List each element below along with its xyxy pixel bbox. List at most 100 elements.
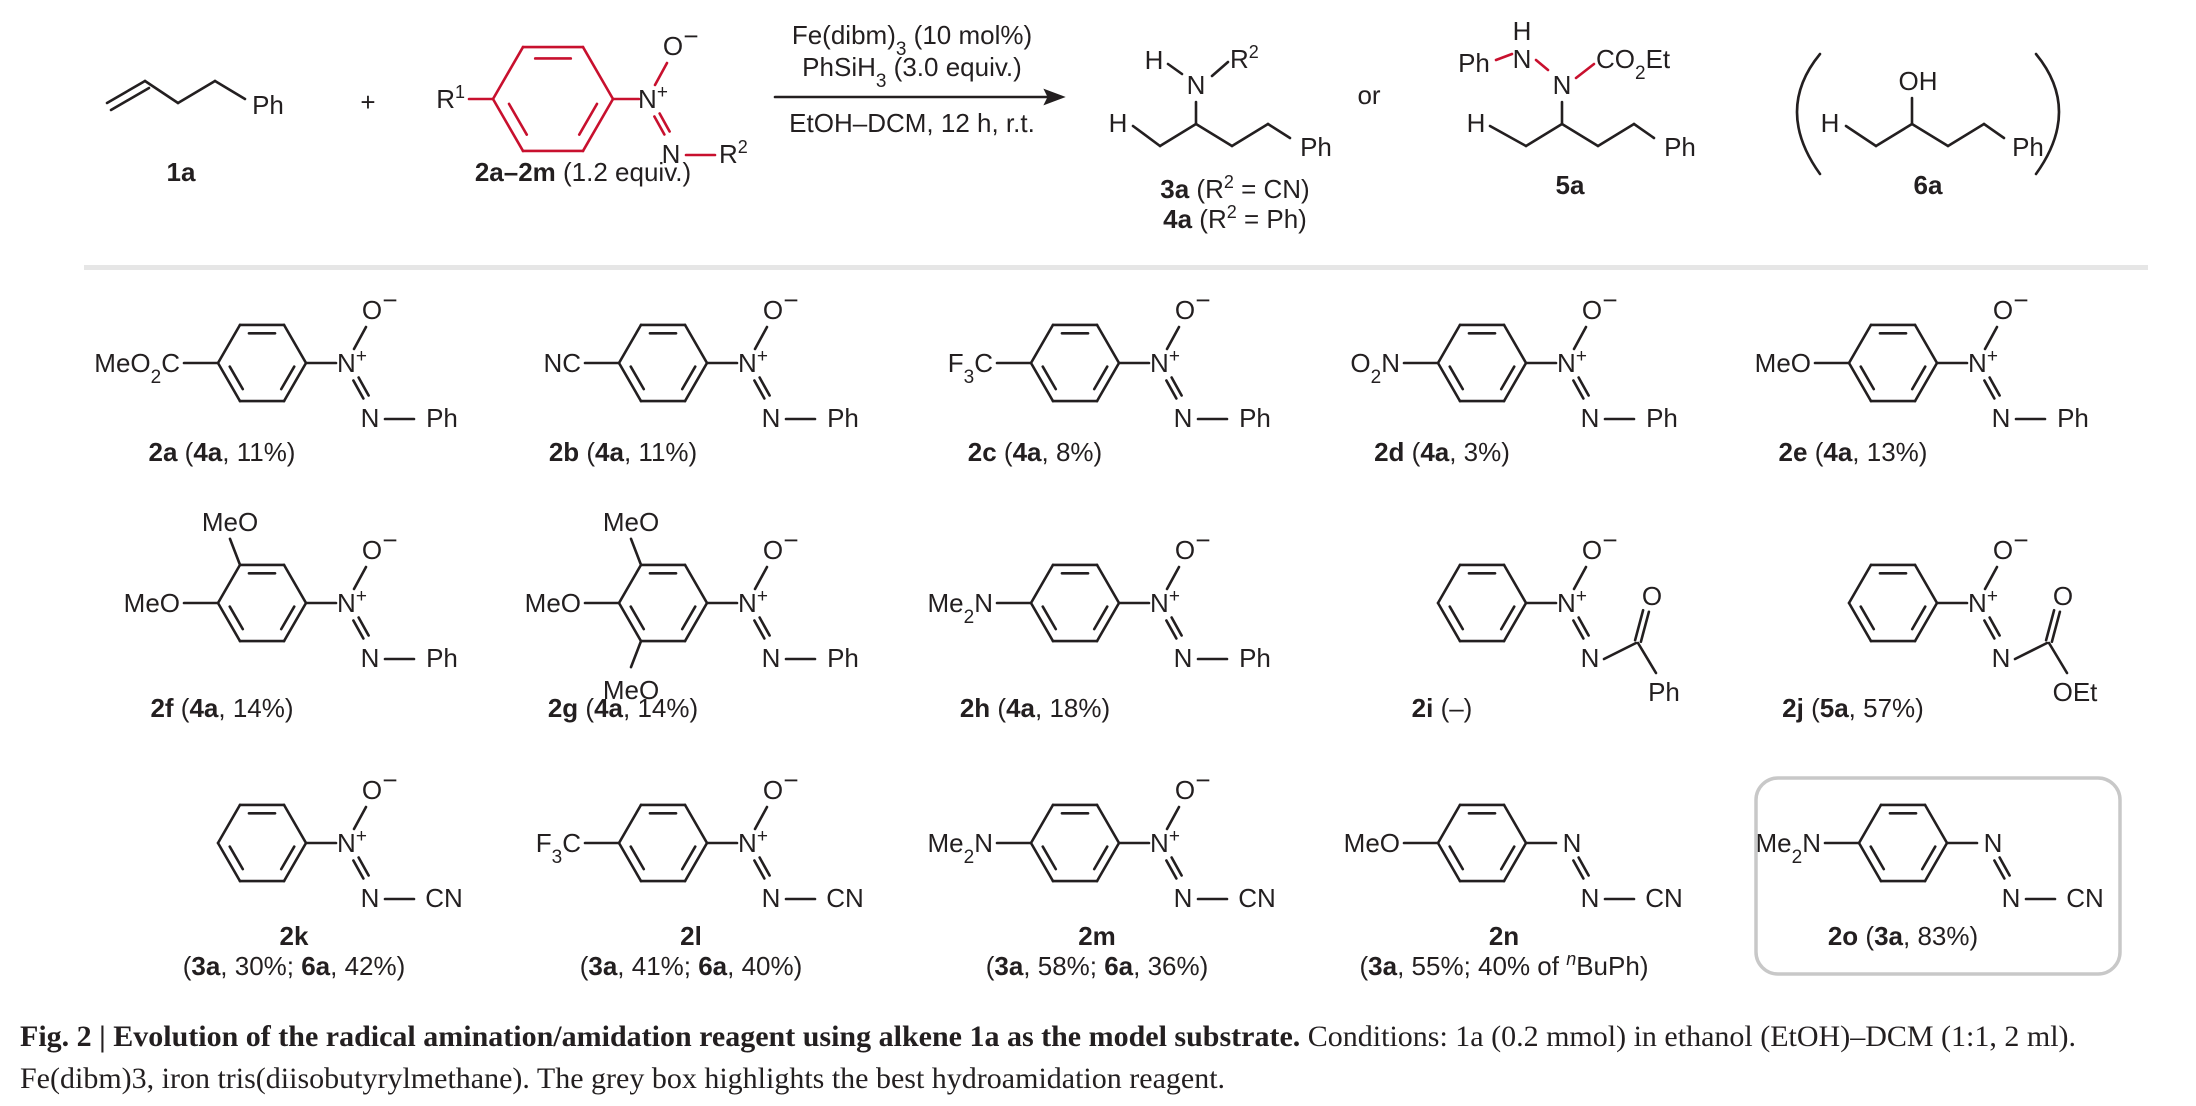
chain-bond [1230, 122, 1270, 148]
reagent-ring [1092, 605, 1109, 631]
n-n-double-bond [653, 115, 666, 136]
n-n-double-bond [1998, 856, 2011, 877]
reagent-ring [1029, 601, 1055, 643]
n-o-bond [1983, 565, 1999, 591]
n-o-bond [1572, 565, 1588, 591]
reagent-ring [1502, 601, 1528, 643]
n-plus-atom: N+ [1968, 346, 1998, 379]
phenyl-label: Ph [426, 643, 458, 673]
o-minus-charge: − [382, 525, 397, 555]
n-atom: N [662, 139, 681, 169]
label-6a: 6a [1914, 170, 1943, 200]
ester-group: CO2Et [1596, 44, 1671, 84]
reagent-ring [683, 841, 709, 883]
reagent-ring [617, 601, 643, 643]
n-n-double-bond [1170, 616, 1183, 637]
reagent-ring [680, 605, 697, 631]
n-plus-atom: N+ [337, 346, 367, 379]
condition-silane: PhSiH3 (3.0 equiv.) [802, 52, 1022, 92]
reagent-2k-id: 2k [280, 921, 309, 951]
reagent-ring [1869, 845, 1886, 871]
c-sub-bond [1636, 641, 1658, 675]
o-atom: O [1993, 535, 2013, 565]
cyano-label: CN [425, 883, 463, 913]
n-c-bond [1574, 62, 1596, 80]
reagent-ring [282, 803, 308, 845]
reagent-2j-label: 2j (5a, 57%) [1782, 693, 1924, 723]
reagent-ring [1436, 841, 1462, 883]
n-o-bond [653, 61, 669, 87]
chain-bond [213, 79, 247, 101]
para-substituent: Me2N [928, 828, 993, 868]
chain-bond [1194, 122, 1234, 148]
o-atom: O [362, 295, 382, 325]
chain-bond [1910, 122, 1950, 148]
n-plus-atom: N+ [337, 826, 367, 859]
phenyl-label: Ph [827, 403, 859, 433]
reagent-ring [629, 605, 646, 631]
n-atom: N [1984, 828, 2003, 858]
reagent-ring [216, 563, 242, 605]
n-n-double-bond [1988, 376, 2001, 397]
n-plus-atom: N+ [638, 82, 668, 115]
para-substituent: Me2N [1756, 828, 1821, 868]
reagent-ring [1095, 803, 1121, 845]
n-plus-atom: N+ [1557, 346, 1587, 379]
reagent-ring [491, 97, 525, 153]
reagent-ring [1448, 365, 1465, 391]
reagent-ring [1041, 845, 1058, 871]
n-plus-atom: N+ [738, 586, 768, 619]
reagent-ring [216, 361, 242, 403]
n-n-double-bond [1165, 619, 1178, 640]
reagent-ring [282, 841, 308, 883]
n-o-bond [1165, 325, 1181, 351]
reagent-ring [1913, 323, 1939, 365]
n-atom: N [762, 883, 781, 913]
reagent-2m-id: 2m [1078, 921, 1116, 951]
reagent-ring [1847, 601, 1873, 643]
cyano-label: CN [1238, 883, 1276, 913]
condition-catalyst: Fe(dibm)3 (10 mol%) [792, 20, 1032, 60]
n-n-double-bond [753, 379, 766, 400]
reagent-ring [1029, 323, 1055, 365]
reagent-ring [680, 365, 697, 391]
reagent-ring [1502, 323, 1528, 365]
reagent-ring [1436, 323, 1462, 365]
n-n-double-bond [357, 856, 370, 877]
reagent-ring [629, 365, 646, 391]
n-plus-atom: N+ [1150, 826, 1180, 859]
reagent-ring [282, 361, 308, 403]
reagent-ring [1857, 841, 1883, 883]
n-atom: N [361, 883, 380, 913]
substituent-bond [228, 537, 242, 567]
n-n-double-bond [1572, 619, 1585, 640]
n-n-bond [1534, 58, 1550, 72]
reagent-ring [1502, 803, 1528, 845]
alkene-bond [105, 79, 147, 105]
reagent-ring [507, 102, 529, 136]
chain-bond [1632, 122, 1656, 140]
reagent-ring [282, 323, 308, 365]
cyano-label: CN [2066, 883, 2104, 913]
o-atom: O [1175, 295, 1195, 325]
n-n-double-bond [1983, 619, 1996, 640]
reagent-ring [1029, 361, 1055, 403]
para-substituent: O2N [1350, 348, 1400, 388]
h-c-bond [1844, 124, 1878, 148]
reagent-ring [1499, 365, 1516, 391]
reagent-2n-id: 2n [1489, 921, 1519, 951]
alkene-phenyl: Ph [252, 90, 284, 120]
amine-n: N [1187, 70, 1206, 100]
reagent-2l-id: 2l [680, 921, 702, 951]
o-atom: O [763, 535, 783, 565]
teal-h: H [1467, 108, 1486, 138]
reagent-ring [1029, 803, 1055, 845]
hydroxyl-group: OH [1899, 66, 1938, 96]
reagent-ring [491, 45, 525, 101]
n-n-double-bond [1170, 376, 1183, 397]
phenyl-label: Ph [2057, 403, 2089, 433]
hydrazine-n2: N [1553, 70, 1572, 100]
cyano-label: CN [826, 883, 864, 913]
reagent-ring [1913, 563, 1939, 605]
n-n-double-bond [1577, 616, 1590, 637]
